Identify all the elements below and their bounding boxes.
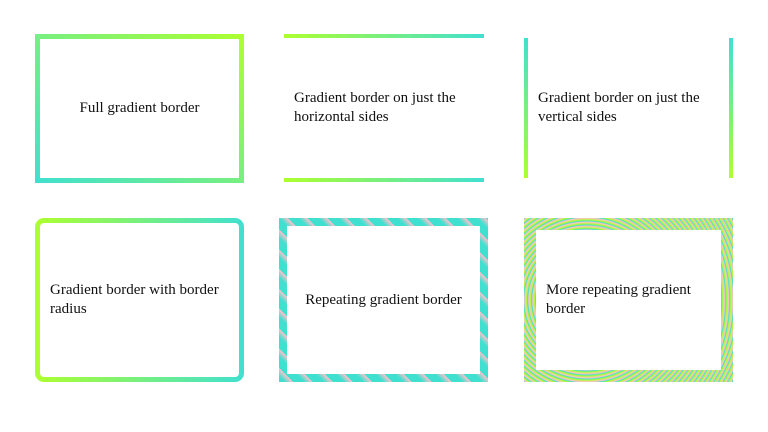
box-label: Gradient border on just the horizontal s… (294, 90, 456, 125)
box-label: More repeating gradient border (546, 282, 691, 317)
radius-gradient-border-box: Gradient border with border radius (35, 218, 244, 382)
repeating-gradient-border-box: Repeating gradient border (279, 218, 488, 382)
box-label: Repeating gradient border (305, 291, 462, 308)
box-label: Full gradient border (79, 100, 200, 116)
full-gradient-border-box: Full gradient border (35, 34, 244, 183)
horizontal-gradient-border-box: Gradient border on just the horizontal s… (284, 34, 484, 182)
vertical-gradient-border-box: Gradient border on just the vertical sid… (524, 38, 733, 178)
box-label: Gradient border on just the vertical sid… (538, 90, 700, 125)
more-repeating-gradient-border-box: More repeating gradient border (524, 218, 733, 382)
box-label: Gradient border with border radius (50, 282, 219, 317)
